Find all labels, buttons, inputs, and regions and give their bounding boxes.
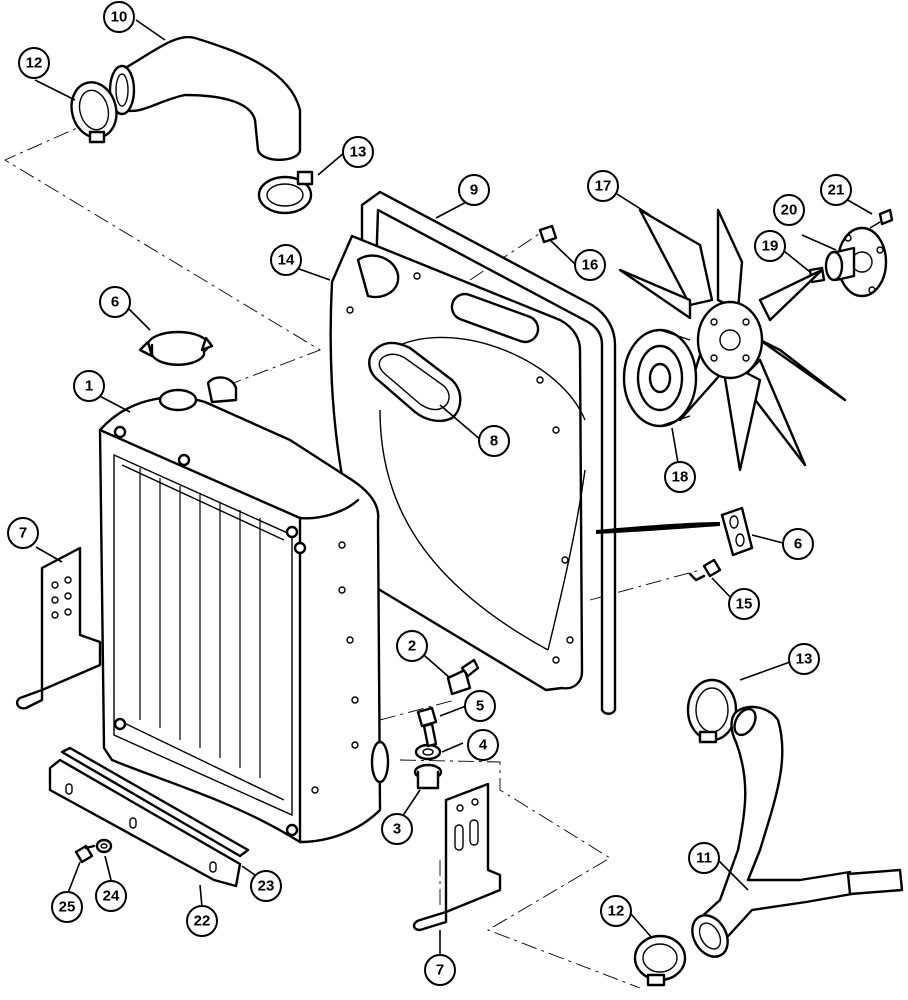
fan-hub <box>824 226 888 298</box>
callout-18: 18 <box>664 461 696 493</box>
radiator-core <box>98 376 390 844</box>
svg-text:12: 12 <box>608 903 625 920</box>
svg-text:6: 6 <box>111 294 119 311</box>
hose-clamp-13-upper <box>257 170 314 215</box>
bolt-15 <box>688 558 722 582</box>
callout-7-right: 7 <box>424 954 456 986</box>
callout-19: 19 <box>754 230 786 262</box>
washer-24 <box>95 838 113 854</box>
svg-text:11: 11 <box>696 850 712 867</box>
svg-text:15: 15 <box>736 596 753 613</box>
callout-17: 17 <box>587 170 619 202</box>
seal-gasket <box>360 190 617 715</box>
svg-text:1: 1 <box>85 378 93 395</box>
callout-13-lower: 13 <box>788 643 820 675</box>
bolt-25 <box>74 844 96 864</box>
bushing <box>413 763 443 790</box>
svg-text:9: 9 <box>470 182 478 199</box>
svg-text:20: 20 <box>781 202 798 219</box>
svg-text:19: 19 <box>762 238 779 255</box>
svg-text:8: 8 <box>490 433 498 450</box>
block-plate <box>596 506 754 557</box>
callout-23: 23 <box>250 870 282 902</box>
svg-text:14: 14 <box>278 252 295 269</box>
slot-grommet <box>368 341 462 423</box>
callout-5: 5 <box>464 690 496 722</box>
svg-text:12: 12 <box>26 55 43 72</box>
svg-text:25: 25 <box>59 899 76 916</box>
callout-16: 16 <box>574 249 606 281</box>
hose-clamp-lower <box>633 934 687 987</box>
lower-hose <box>691 705 904 958</box>
svg-text:24: 24 <box>103 888 120 905</box>
callout-3: 3 <box>381 813 413 845</box>
bolt-21 <box>869 208 894 229</box>
callout-22: 22 <box>186 905 218 937</box>
callout-12-lower: 12 <box>600 895 632 927</box>
mounting-bracket-left <box>15 546 102 710</box>
svg-text:3: 3 <box>393 821 401 838</box>
hose-clamp-upper <box>70 81 118 144</box>
callout-4: 4 <box>467 729 499 761</box>
svg-text:2: 2 <box>408 638 416 655</box>
svg-text:22: 22 <box>194 913 211 930</box>
cooling-fan <box>618 208 847 472</box>
drain-cock <box>446 658 480 696</box>
upper-hose <box>108 35 302 161</box>
svg-text:4: 4 <box>479 737 488 754</box>
svg-text:16: 16 <box>582 257 599 274</box>
callout-12-upper: 12 <box>18 47 50 79</box>
radiator-cap <box>138 330 214 366</box>
svg-text:7: 7 <box>436 962 444 979</box>
mounting-bracket-right <box>412 782 502 932</box>
callout-7-left: 7 <box>7 517 39 549</box>
svg-text:13: 13 <box>350 144 367 161</box>
svg-text:7: 7 <box>19 525 27 542</box>
svg-text:6: 6 <box>794 536 802 553</box>
callout-1: 1 <box>73 370 105 402</box>
callout-21: 21 <box>820 174 852 206</box>
svg-text:23: 23 <box>258 878 275 895</box>
callout-6-cap: 6 <box>99 286 131 318</box>
callout-10: 10 <box>103 1 135 33</box>
hose-clamp-13-lower <box>686 678 738 744</box>
callout-15: 15 <box>728 588 760 620</box>
bolt-16 <box>538 224 558 244</box>
callout-11: 11 <box>688 842 720 874</box>
callout-24: 24 <box>95 880 127 912</box>
callout-14: 14 <box>270 244 302 276</box>
channel-strip <box>48 746 250 888</box>
callout-8: 8 <box>478 425 510 457</box>
radiator-fins <box>139 468 261 778</box>
svg-text:13: 13 <box>796 651 813 668</box>
svg-text:17: 17 <box>595 178 612 195</box>
svg-text:18: 18 <box>672 469 689 486</box>
callout-13-upper: 13 <box>342 136 374 168</box>
callout-20: 20 <box>773 194 805 226</box>
svg-text:21: 21 <box>828 182 845 199</box>
svg-text:10: 10 <box>111 9 128 26</box>
center-lines <box>4 119 701 989</box>
fan-pulley <box>622 328 698 428</box>
callout-2: 2 <box>396 630 428 662</box>
callout-9: 9 <box>458 174 490 206</box>
svg-text:5: 5 <box>476 698 484 715</box>
bolt-5 <box>416 706 438 748</box>
callout-25: 25 <box>51 891 83 923</box>
callout-6-plate: 6 <box>782 528 814 560</box>
